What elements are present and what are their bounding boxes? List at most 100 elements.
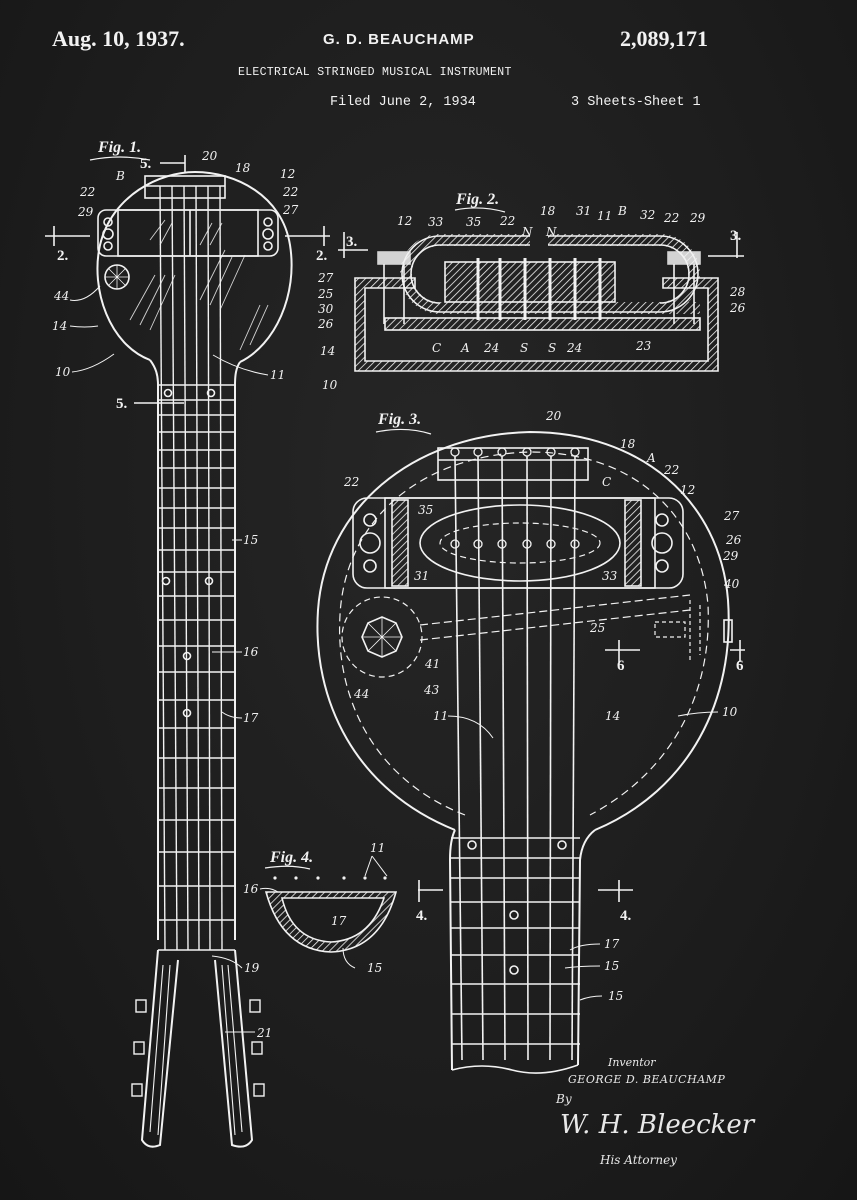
svg-text:32: 32 [640, 208, 655, 222]
svg-text:12: 12 [680, 483, 695, 497]
svg-text:11: 11 [597, 209, 612, 223]
svg-text:18: 18 [620, 437, 636, 451]
inventor-caption: Inventor [608, 1056, 656, 1069]
svg-text:3.: 3. [730, 228, 742, 244]
inventor-header: G. D. BEAUCHAMP [323, 31, 475, 48]
patent-title: ELECTRICAL STRINGED MUSICAL INSTRUMENT [238, 66, 512, 79]
svg-text:33: 33 [428, 215, 444, 229]
fig1-label: Fig. 1. [97, 139, 141, 156]
svg-text:31: 31 [414, 569, 429, 583]
svg-text:24: 24 [566, 341, 582, 355]
svg-text:20: 20 [201, 149, 218, 163]
svg-text:30: 30 [318, 302, 334, 316]
figure-4: Fig. 4. 11 16 17 15 [243, 841, 398, 975]
svg-text:12: 12 [280, 167, 295, 181]
svg-text:B: B [617, 204, 627, 218]
svg-text:5.: 5. [116, 396, 128, 412]
svg-text:18: 18 [540, 204, 556, 218]
svg-text:22: 22 [79, 185, 95, 199]
svg-text:17: 17 [331, 914, 347, 928]
svg-text:21: 21 [256, 1026, 272, 1040]
svg-text:29: 29 [689, 211, 706, 225]
svg-text:22: 22 [282, 185, 298, 199]
svg-text:2.: 2. [57, 248, 69, 264]
svg-text:14: 14 [320, 344, 335, 358]
svg-text:4.: 4. [620, 908, 632, 924]
fig3-label: Fig. 3. [377, 411, 421, 428]
svg-text:S: S [548, 341, 556, 355]
svg-text:A: A [646, 451, 656, 465]
fig1-frets [158, 384, 235, 921]
svg-text:20: 20 [545, 409, 562, 423]
attorney-signature: W. H. Bleecker [560, 1110, 755, 1140]
svg-text:10: 10 [322, 378, 338, 392]
filed-date: Filed June 2, 1934 [330, 95, 476, 110]
svg-text:44: 44 [353, 687, 369, 701]
by-label: By [556, 1092, 572, 1106]
svg-text:11: 11 [370, 841, 385, 855]
svg-text:22: 22 [343, 475, 359, 489]
tuning-pegs [131, 999, 265, 1097]
svg-text:11: 11 [270, 368, 285, 382]
svg-text:3.: 3. [346, 234, 358, 250]
fig4-label: Fig. 4. [269, 849, 313, 866]
svg-text:16: 16 [243, 645, 259, 659]
svg-text:C: C [432, 341, 441, 355]
svg-text:14: 14 [52, 319, 67, 333]
svg-text:S: S [520, 341, 528, 355]
svg-text:29: 29 [77, 205, 94, 219]
figure-2: Fig. 2. 3. 3. 12 33 35 22 N N 18 31 11 [317, 191, 746, 392]
svg-text:N: N [521, 225, 533, 239]
svg-text:27: 27 [723, 509, 740, 523]
svg-text:15: 15 [604, 959, 619, 973]
svg-text:26: 26 [317, 317, 334, 331]
svg-text:14: 14 [605, 709, 620, 723]
svg-text:27: 27 [317, 271, 334, 285]
svg-text:35: 35 [466, 215, 481, 229]
svg-text:18: 18 [235, 161, 251, 175]
svg-text:28: 28 [729, 285, 746, 299]
svg-text:A: A [460, 341, 470, 355]
svg-text:5.: 5. [140, 156, 152, 172]
svg-text:27: 27 [282, 203, 299, 217]
svg-text:23: 23 [635, 339, 652, 353]
svg-text:6: 6 [617, 658, 625, 674]
svg-text:19: 19 [244, 961, 260, 975]
svg-text:25: 25 [317, 287, 333, 301]
svg-text:40: 40 [723, 577, 740, 591]
svg-text:17: 17 [604, 937, 620, 951]
svg-text:6: 6 [736, 658, 744, 674]
inventor-name: GEORGE D. BEAUCHAMP [568, 1073, 726, 1086]
svg-text:24: 24 [483, 341, 499, 355]
sheet-count: 3 Sheets-Sheet 1 [571, 95, 701, 110]
svg-text:11: 11 [433, 709, 448, 723]
figure-3: Fig. 3. [316, 409, 745, 1074]
svg-text:15: 15 [243, 533, 258, 547]
patent-number: 2,089,171 [620, 26, 708, 51]
svg-text:33: 33 [602, 569, 618, 583]
svg-text:10: 10 [722, 705, 738, 719]
svg-text:26: 26 [725, 533, 742, 547]
svg-text:16: 16 [243, 882, 259, 896]
svg-text:12: 12 [397, 214, 412, 228]
figure-1: Fig. 1. [45, 139, 330, 1148]
svg-text:25: 25 [589, 621, 605, 635]
svg-text:17: 17 [243, 711, 259, 725]
svg-text:22: 22 [663, 463, 679, 477]
svg-text:2.: 2. [316, 248, 328, 264]
svg-text:29: 29 [722, 549, 739, 563]
svg-text:15: 15 [608, 989, 623, 1003]
svg-text:22: 22 [663, 211, 679, 225]
svg-text:44: 44 [53, 289, 69, 303]
svg-text:22: 22 [499, 214, 515, 228]
svg-text:N: N [545, 225, 557, 239]
svg-text:C: C [602, 475, 611, 489]
patent-date: Aug. 10, 1937. [52, 26, 185, 51]
svg-text:31: 31 [576, 204, 591, 218]
fig2-label: Fig. 2. [455, 191, 499, 208]
svg-text:10: 10 [55, 365, 71, 379]
svg-text:43: 43 [423, 683, 440, 697]
svg-text:41: 41 [424, 657, 440, 671]
fig3-frets [451, 837, 580, 1045]
